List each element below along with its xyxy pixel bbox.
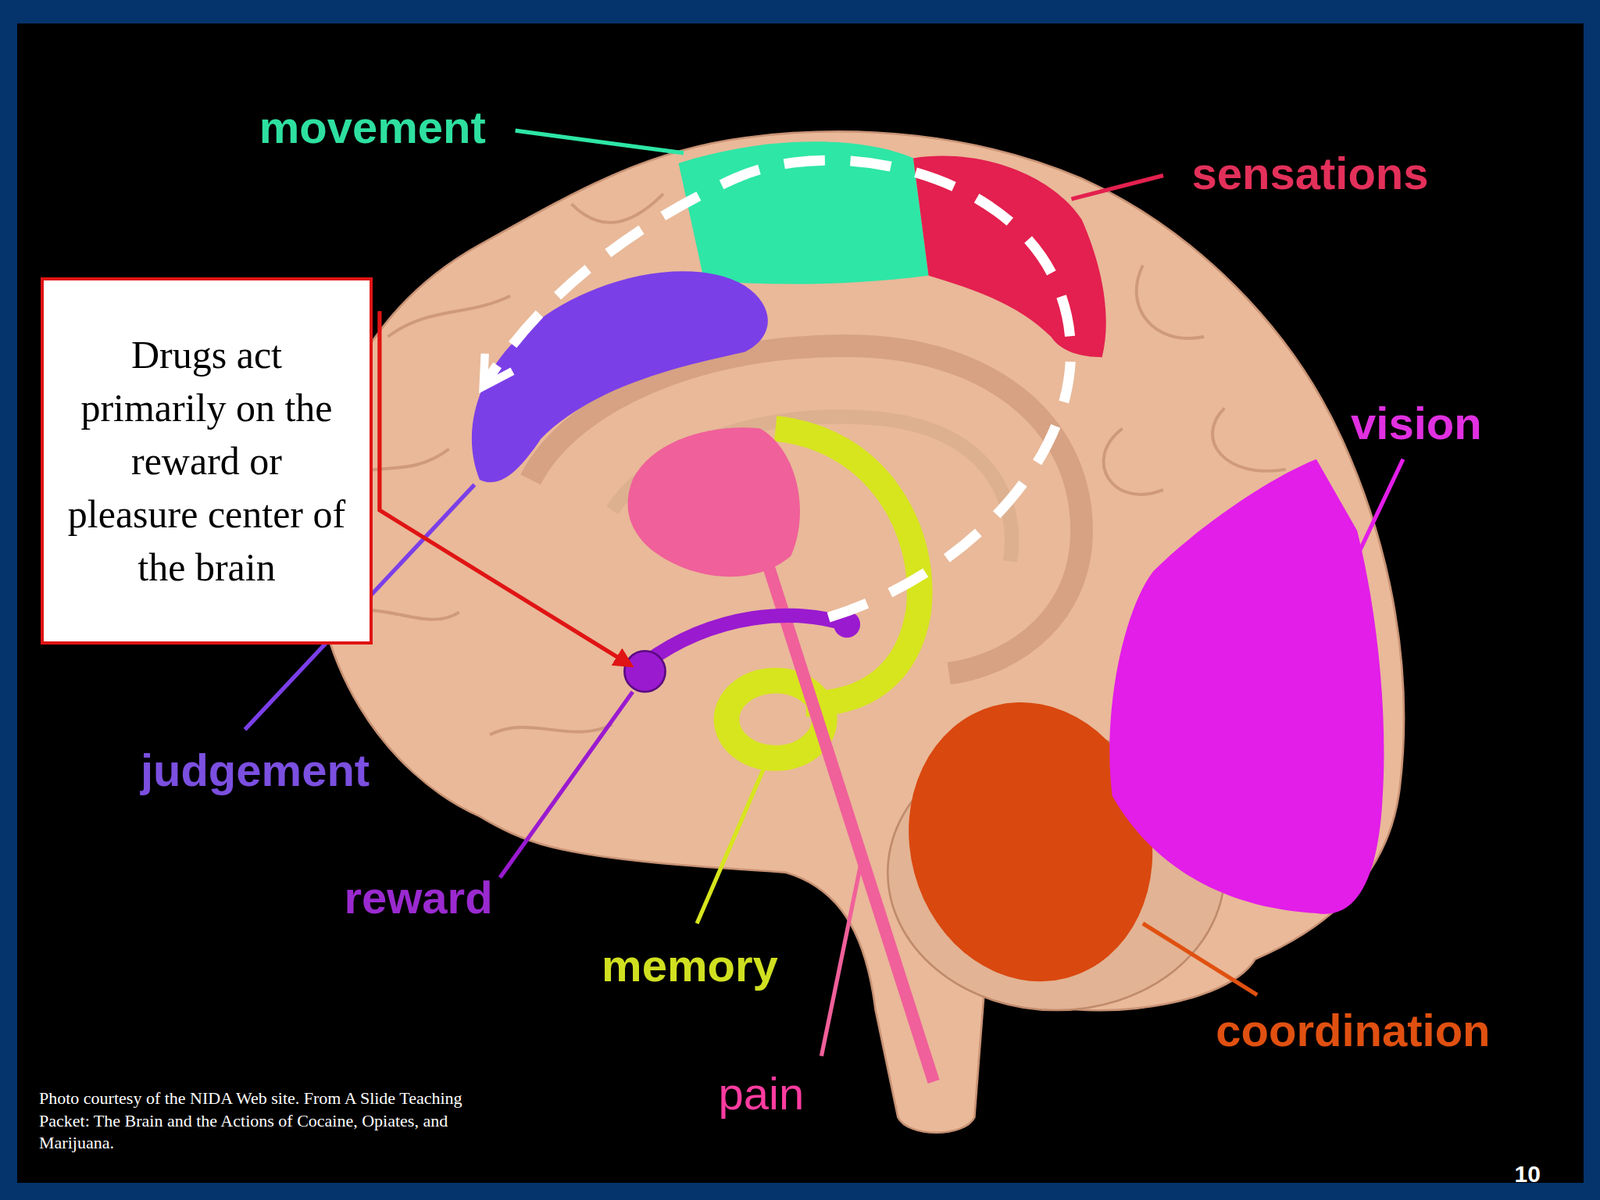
vision-region (1109, 459, 1384, 915)
dashed-pathway-arrow (487, 160, 1071, 618)
leader-lines (244, 130, 1403, 1057)
region-label: sensations (1192, 148, 1429, 199)
region-label: memory (601, 940, 779, 991)
leader-line (696, 760, 768, 924)
reward-pathway (644, 615, 847, 664)
callout-arrow (379, 310, 631, 665)
region-label: movement (259, 102, 486, 153)
region-label: pain (718, 1068, 805, 1119)
photo-credit: Photo courtesy of the NIDA Web site. Fro… (39, 1087, 477, 1155)
region-label: reward (343, 872, 493, 923)
leader-line (515, 130, 685, 154)
black-panel (17, 23, 1584, 1183)
leader-line (1357, 459, 1404, 557)
leader-line (1142, 923, 1258, 995)
brain-outline (314, 131, 1404, 1133)
region-label: judgement (140, 745, 370, 796)
leader-line (1071, 175, 1164, 200)
pain-region (627, 427, 800, 577)
leader-line (500, 692, 633, 879)
callout-box: Drugs act primarily on the reward or ple… (40, 277, 373, 645)
leader-line (821, 857, 862, 1057)
region-label: vision (1350, 398, 1483, 449)
region-label: coordination (1215, 1005, 1490, 1056)
reward-region (624, 650, 665, 692)
callout-text: Drugs act primarily on the reward or ple… (65, 328, 348, 594)
page-number: 10 (1514, 1160, 1541, 1187)
pain-pathway (765, 556, 935, 1083)
